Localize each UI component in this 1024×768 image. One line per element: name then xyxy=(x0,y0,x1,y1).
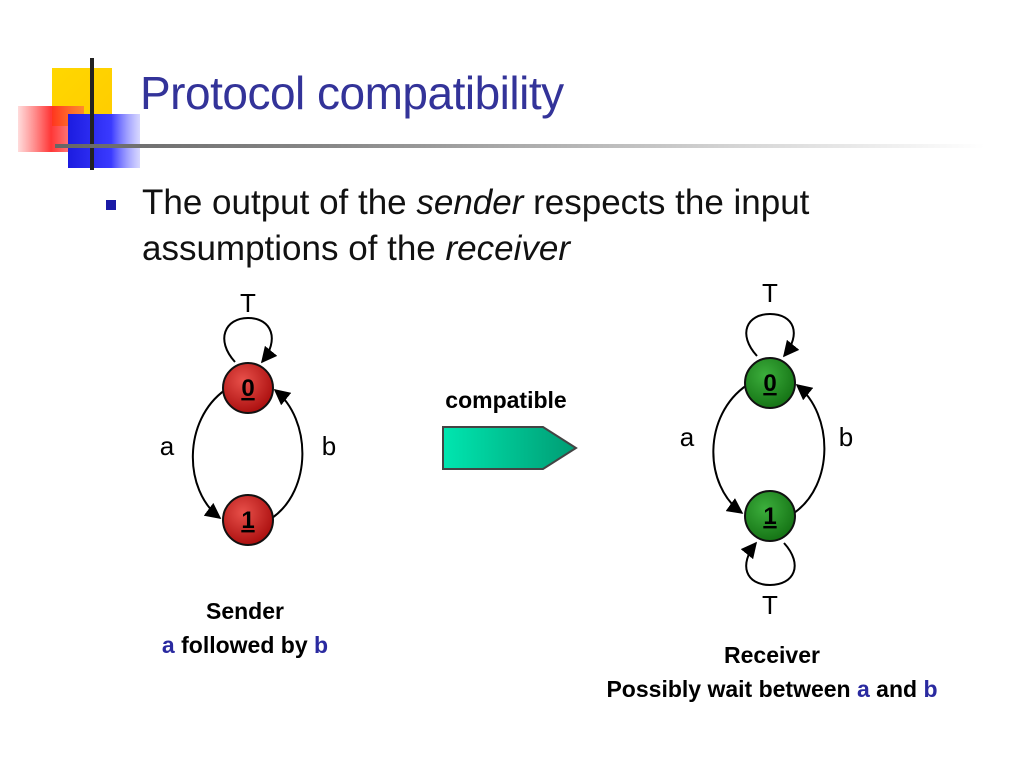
sender-self-loop xyxy=(223,316,278,364)
receiver-edge-a xyxy=(712,384,748,514)
receiver-top-loop-label: T xyxy=(762,278,778,308)
slide-title: Protocol compatibility xyxy=(140,67,564,119)
receiver-state-0 xyxy=(744,357,796,409)
sender-state-1 xyxy=(222,494,274,546)
sender-loop-label: T xyxy=(240,288,256,318)
receiver-edge-a-label: a xyxy=(680,422,695,452)
receiver-state-1-label: 1 xyxy=(763,503,776,530)
receiver-bottom-self-loop xyxy=(740,541,796,587)
sender-caption-line: a followed by b xyxy=(130,628,360,662)
sender-caption-title: Sender xyxy=(206,598,284,624)
sender-state-0 xyxy=(222,362,274,414)
bullet-square-icon xyxy=(106,200,116,210)
sender-edge-b-label: b xyxy=(322,431,336,461)
bullet-text: The output of the sender respects the in… xyxy=(142,180,942,272)
receiver-caption-sym-a: a xyxy=(857,676,870,702)
sender-caption-mid: followed by xyxy=(174,632,314,658)
sender-caption: Sender a followed by b xyxy=(130,594,360,662)
receiver-state-1 xyxy=(744,490,796,542)
receiver-edge-b xyxy=(793,383,826,514)
sender-caption-sym-a: a xyxy=(161,632,175,658)
receiver-caption: Receiver Possibly wait between a and b xyxy=(540,638,1004,706)
sender-state-0-label: 0 xyxy=(241,375,254,402)
sender-edge-a-label: a xyxy=(160,431,175,461)
bullet-text-part1: The output of the xyxy=(142,183,417,222)
receiver-edge-b-label: b xyxy=(839,422,853,452)
receiver-top-self-loop xyxy=(745,312,800,358)
compatible-arrow xyxy=(442,426,578,470)
receiver-caption-mid: and xyxy=(869,676,924,702)
receiver-bottom-loop-label: T xyxy=(762,590,778,620)
bullet-receiver-word: receiver xyxy=(445,229,570,268)
compatible-label: compatible xyxy=(445,387,566,413)
receiver-caption-pre: Possibly wait between xyxy=(606,676,857,702)
receiver-state-0-label: 0 xyxy=(763,370,776,397)
title-divider xyxy=(55,144,985,148)
receiver-caption-title: Receiver xyxy=(724,642,820,668)
slide-logo xyxy=(18,58,145,170)
sender-edge-b xyxy=(271,388,304,519)
bullet-sender-word: sender xyxy=(416,183,524,222)
bullet-text-part2: respects the input assumptions of the xyxy=(142,183,810,268)
sender-caption-sym-b: b xyxy=(314,632,329,658)
receiver-caption-sym-b: b xyxy=(923,676,938,702)
sender-edge-a xyxy=(191,389,226,519)
receiver-caption-line: Possibly wait between a and b xyxy=(540,672,1004,706)
sender-state-1-label: 1 xyxy=(241,507,254,534)
